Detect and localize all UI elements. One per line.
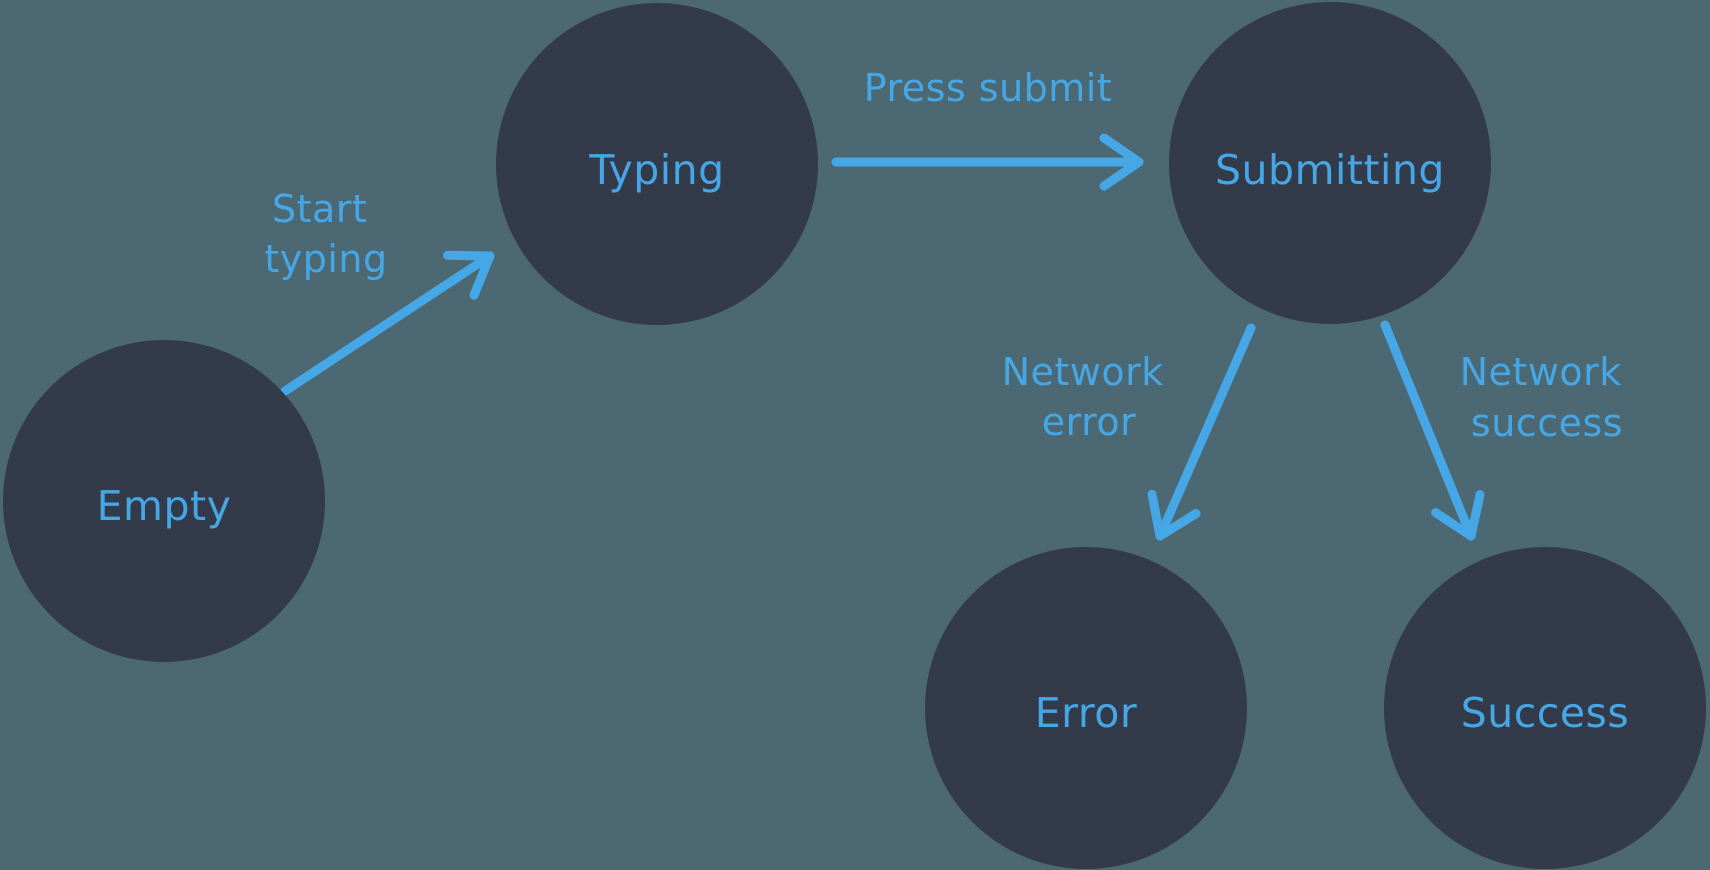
edge-submitting-to-success (1380, 320, 1485, 541)
node-submitting: Submitting (1169, 2, 1491, 324)
edge-label-group: Start typing Press submit Network error … (264, 66, 1635, 445)
edge-label-network-success: Network success (1460, 350, 1635, 445)
state-circle-success (1384, 547, 1706, 869)
state-circle-submitting (1169, 2, 1491, 324)
edge-submitting-to-error (1147, 323, 1256, 541)
state-label-typing: Typing (588, 146, 724, 194)
edge-label-start-typing: Start typing (264, 187, 387, 281)
state-label-empty: Empty (97, 482, 232, 530)
edge-empty-to-typing (280, 250, 495, 396)
node-success: Success (1384, 547, 1706, 869)
state-circle-empty (3, 340, 325, 662)
node-error: Error (925, 547, 1247, 869)
state-label-success: Success (1461, 689, 1630, 737)
edge-group (280, 133, 1485, 541)
edge-label-network-error: Network error (1002, 350, 1177, 444)
node-empty: Empty (3, 340, 325, 662)
state-label-submitting: Submitting (1215, 146, 1445, 194)
state-label-error: Error (1035, 689, 1137, 737)
node-typing: Typing (496, 3, 818, 325)
state-circle-error (925, 547, 1247, 869)
state-circle-typing (496, 3, 818, 325)
edge-label-press-submit: Press submit (864, 66, 1113, 110)
